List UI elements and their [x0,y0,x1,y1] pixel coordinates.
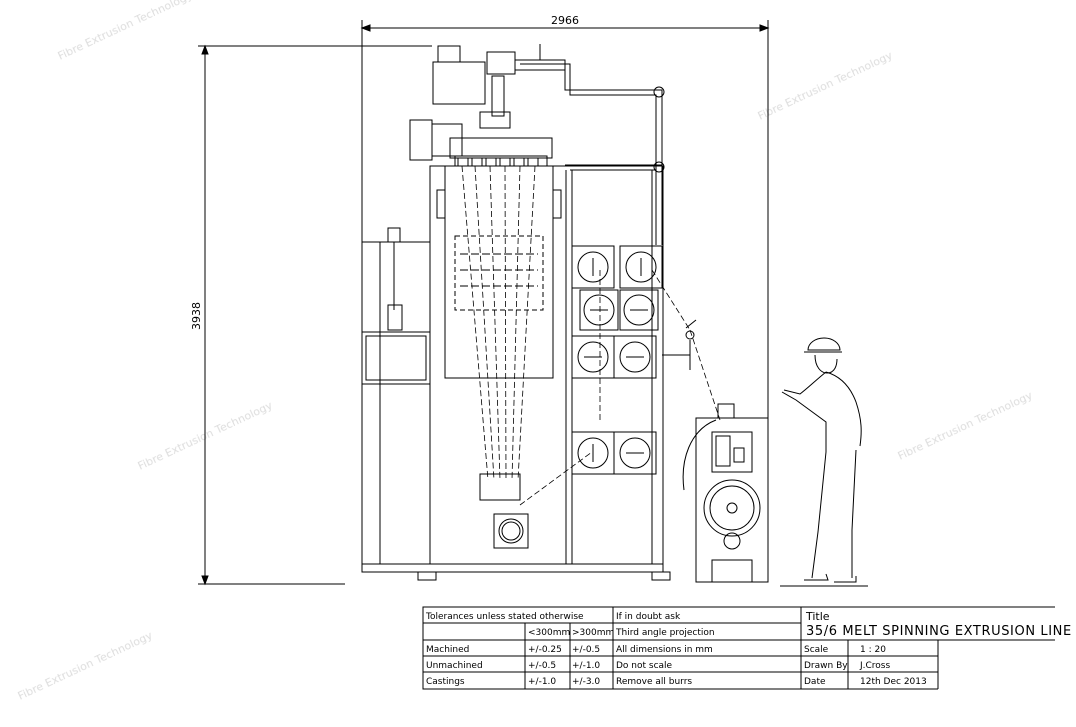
date-label: Date [804,677,826,687]
tension-guide [662,319,697,370]
row-label-machined: Machined [426,645,469,655]
title-block [422,606,1055,690]
pipework [515,59,665,245]
drawing-title: 35/6 MELT SPINNING EXTRUSION LINE [806,624,1072,639]
row-gt-unmachined: +/-1.0 [572,661,600,671]
row-gt-castings: +/-3.0 [572,677,600,687]
svg-text:Fibre Extrusion Technology: Fibre Extrusion Technology [756,49,895,123]
note-doubt: If in doubt ask [616,612,681,622]
control-panel [361,227,431,564]
row-gt-machined: +/-0.5 [572,645,600,655]
filament-lines [461,165,721,506]
height-dimension-label: 3938 [190,302,203,330]
width-dimension-label: 2966 [551,14,579,27]
date-value: 12th Dec 2013 [860,677,927,687]
width-dimension [360,20,770,540]
operator-figure [780,337,868,587]
scale-value: 1 : 20 [860,645,886,655]
note-dimensions: All dimensions in mm [616,645,713,655]
svg-text:Fibre Extrusion Technology: Fibre Extrusion Technology [56,0,195,63]
drawn-by-label: Drawn By [804,661,848,671]
row-label-unmachined: Unmachined [426,661,483,671]
finish-applicator [479,473,529,549]
height-dimension [198,44,432,586]
row-lt-machined: +/-0.25 [528,645,562,655]
row-lt-castings: +/-1.0 [528,677,556,687]
col-lt300: <300mm [528,628,570,638]
scale-label: Scale [804,645,829,655]
tolerances-header: Tolerances unless stated otherwise [425,612,584,622]
drawn-by-value: J.Cross [859,661,890,671]
note-scale: Do not scale [616,661,673,671]
extruder-motor [409,44,566,167]
row-lt-unmachined: +/-0.5 [528,661,556,671]
winder [682,403,769,583]
title-label: Title [805,610,830,623]
row-label-castings: Castings [426,677,465,687]
quench-cabinet [436,165,562,379]
godet-rollers [571,245,663,475]
note-burrs: Remove all burrs [616,677,692,687]
main-frame [361,165,671,581]
note-projection: Third angle projection [615,628,715,638]
svg-text:Fibre Extrusion Technology: Fibre Extrusion Technology [16,629,155,703]
col-gt300: >300mm [572,628,614,638]
svg-text:Fibre Extrusion Technology: Fibre Extrusion Technology [896,389,1035,463]
